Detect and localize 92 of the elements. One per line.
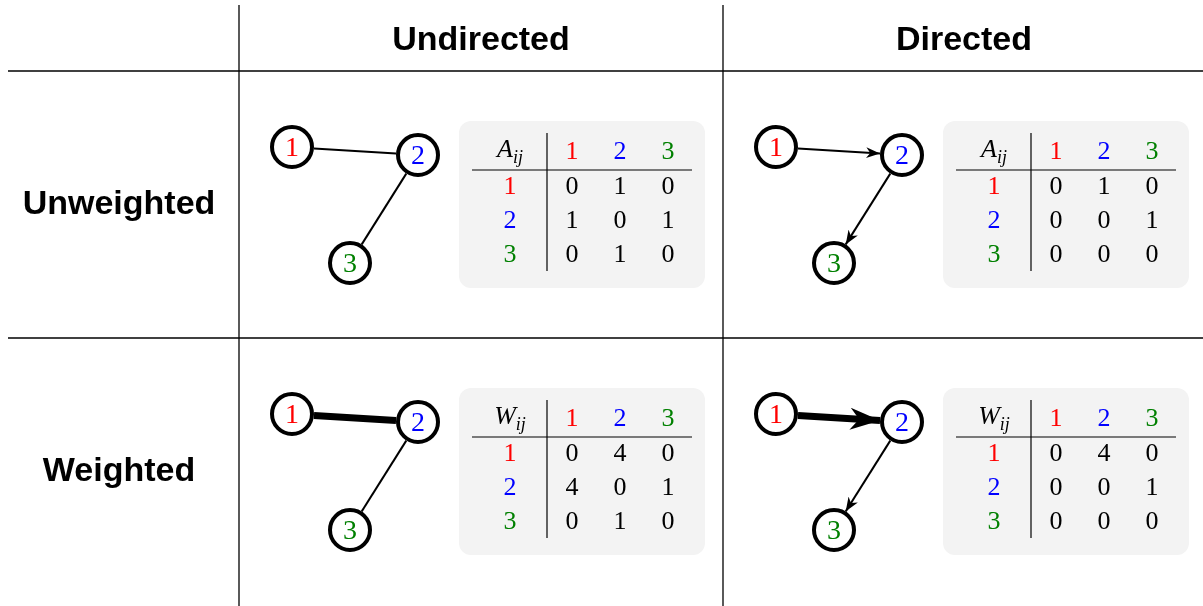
matrix-value: 1 bbox=[613, 173, 627, 199]
row-index: 3 bbox=[503, 508, 517, 534]
column-index: 2 bbox=[613, 138, 627, 164]
row-index: 1 bbox=[987, 440, 1001, 466]
matrix-value: 0 bbox=[1145, 241, 1159, 267]
column-index: 1 bbox=[1049, 138, 1063, 164]
graph-node-circle: 2 bbox=[396, 133, 440, 177]
edge-line bbox=[360, 439, 408, 513]
matrix-value: 4 bbox=[1097, 440, 1111, 466]
column-index: 2 bbox=[1097, 405, 1111, 431]
matrix-symbol: A$_{ij}$ bbox=[497, 135, 523, 167]
row-heading: Weighted bbox=[42, 449, 196, 489]
graph-node-circle: 1 bbox=[754, 392, 798, 436]
matrix-value: 0 bbox=[565, 173, 579, 199]
matrix-panel bbox=[459, 121, 705, 288]
matrix-value: 0 bbox=[1049, 474, 1063, 500]
matrix-panel bbox=[943, 388, 1189, 555]
column-index: 3 bbox=[661, 405, 675, 431]
column-index: 2 bbox=[613, 405, 627, 431]
arrow bbox=[797, 407, 881, 430]
graph-node-circle: 3 bbox=[812, 241, 856, 285]
row-index: 2 bbox=[987, 207, 1001, 233]
matrix-value: 0 bbox=[661, 440, 675, 466]
row-index: 2 bbox=[987, 474, 1001, 500]
matrix-value: 1 bbox=[1145, 207, 1159, 233]
matrix-value: 0 bbox=[565, 508, 579, 534]
column-index: 1 bbox=[565, 138, 579, 164]
row-index: 2 bbox=[503, 207, 517, 233]
matrix-value: 1 bbox=[661, 207, 675, 233]
graph-node-circle: 1 bbox=[270, 392, 314, 436]
graph-node-circle: 2 bbox=[880, 400, 924, 444]
graph-node-circle: 3 bbox=[328, 508, 372, 552]
matrix-value: 0 bbox=[565, 241, 579, 267]
matrix-value: 0 bbox=[1049, 173, 1063, 199]
edge-line bbox=[360, 172, 408, 246]
graph-node-circle: 1 bbox=[754, 125, 798, 169]
matrix-value: 1 bbox=[613, 241, 627, 267]
matrix-value: 0 bbox=[1097, 241, 1111, 267]
matrix-value: 1 bbox=[613, 508, 627, 534]
matrix-value: 0 bbox=[613, 474, 627, 500]
matrix-value: 4 bbox=[613, 440, 627, 466]
row-index: 3 bbox=[503, 241, 517, 267]
matrix-value: 0 bbox=[1049, 207, 1063, 233]
matrix-value: 0 bbox=[613, 207, 627, 233]
arrow bbox=[844, 439, 892, 513]
matrix-panel bbox=[459, 388, 705, 555]
matrix-value: 0 bbox=[1097, 474, 1111, 500]
row-index: 3 bbox=[987, 241, 1001, 267]
matrix-value: 0 bbox=[1097, 207, 1111, 233]
edge-line bbox=[312, 147, 398, 155]
column-index: 3 bbox=[1145, 138, 1159, 164]
column-index: 1 bbox=[565, 405, 579, 431]
row-index: 1 bbox=[503, 440, 517, 466]
matrix-value: 0 bbox=[1049, 241, 1063, 267]
matrix-value: 0 bbox=[1097, 508, 1111, 534]
matrix-symbol: W$_{ij}$ bbox=[494, 402, 526, 434]
matrix-value: 1 bbox=[1145, 474, 1159, 500]
matrix-value: 0 bbox=[661, 241, 675, 267]
row-index: 1 bbox=[503, 173, 517, 199]
column-index: 1 bbox=[1049, 405, 1063, 431]
matrix-value: 0 bbox=[1145, 508, 1159, 534]
matrix-value: 0 bbox=[1049, 508, 1063, 534]
column-index: 3 bbox=[1145, 405, 1159, 431]
matrix-value: 1 bbox=[661, 474, 675, 500]
graph-node-circle: 2 bbox=[880, 133, 924, 177]
edge-line bbox=[313, 411, 397, 425]
column-heading: Directed bbox=[895, 18, 1033, 58]
graph-node-circle: 3 bbox=[328, 241, 372, 285]
matrix-value: 0 bbox=[1049, 440, 1063, 466]
matrix-value: 0 bbox=[565, 440, 579, 466]
matrix-value: 4 bbox=[565, 474, 579, 500]
column-index: 3 bbox=[661, 138, 675, 164]
row-index: 2 bbox=[503, 474, 517, 500]
row-index: 1 bbox=[987, 173, 1001, 199]
arrow bbox=[796, 147, 882, 159]
matrix-panel bbox=[943, 121, 1189, 288]
matrix-value: 0 bbox=[661, 173, 675, 199]
matrix-value: 0 bbox=[1145, 173, 1159, 199]
matrix-value: 0 bbox=[661, 508, 675, 534]
matrix-symbol: W$_{ij}$ bbox=[978, 402, 1010, 434]
matrix-value: 1 bbox=[1097, 173, 1111, 199]
matrix-symbol: A$_{ij}$ bbox=[981, 135, 1007, 167]
column-index: 2 bbox=[1097, 138, 1111, 164]
row-heading: Unweighted bbox=[22, 182, 216, 222]
matrix-value: 0 bbox=[1145, 440, 1159, 466]
row-index: 3 bbox=[987, 508, 1001, 534]
matrix-value: 1 bbox=[565, 207, 579, 233]
graph-node-circle: 1 bbox=[270, 125, 314, 169]
graph-node-circle: 3 bbox=[812, 508, 856, 552]
column-heading: Undirected bbox=[392, 18, 570, 58]
arrow bbox=[844, 172, 892, 246]
graph-node-circle: 2 bbox=[396, 400, 440, 444]
